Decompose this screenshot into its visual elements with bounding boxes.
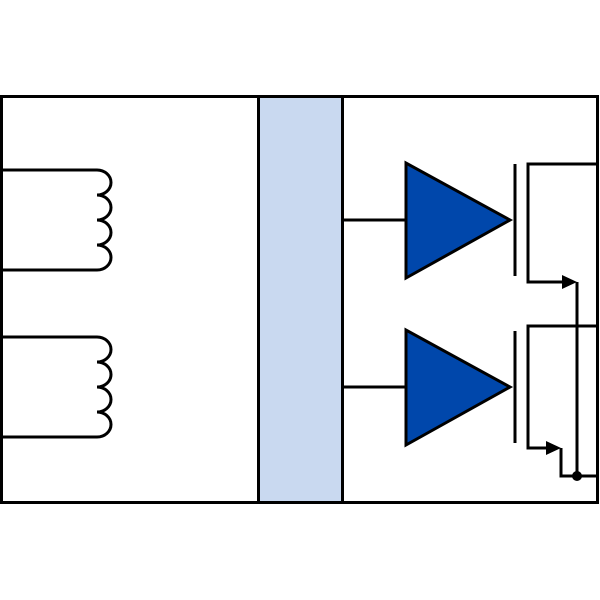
lower-source-wire (559, 448, 577, 478)
input-coil-top (2, 168, 113, 272)
transistor-top-channel (526, 162, 597, 284)
coil-top-winding (95, 168, 113, 272)
driver-bottom (342, 327, 514, 448)
junction-dot (572, 471, 582, 481)
driver-top-triangle (404, 160, 514, 281)
transistor-bottom (513, 324, 597, 455)
transistor-top-arrow (562, 275, 577, 289)
driver-bottom-triangle (404, 327, 514, 448)
coil-bottom-winding (95, 335, 113, 439)
input-coil-bottom (2, 335, 113, 439)
half-bridge-midpoint-wire (575, 282, 597, 478)
isolation-barrier (257, 95, 344, 504)
transistor-top (513, 162, 597, 289)
driver-top (342, 160, 514, 281)
transistor-bottom-arrow (546, 441, 561, 455)
transistor-bottom-channel (526, 324, 597, 450)
